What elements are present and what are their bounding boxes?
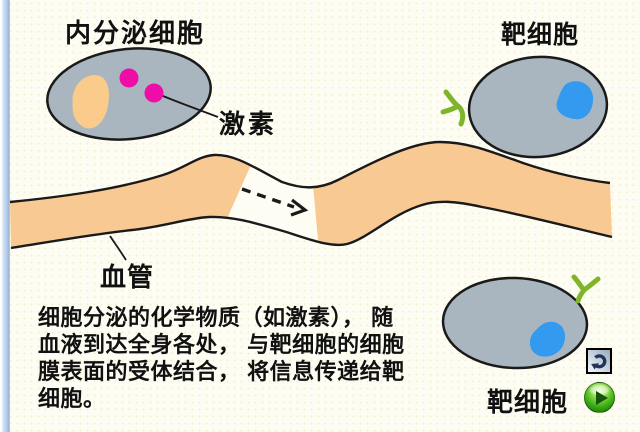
hormone-dot-1 — [119, 68, 139, 88]
target-cell-bottom-label: 靶细胞 — [487, 387, 569, 417]
description-text: 细胞分泌的化学物质（如激素）， 随 血液到达全身各处， 与靶细胞的细胞 膜表面的… — [38, 304, 442, 412]
play-button-gloss — [590, 385, 609, 395]
target-cell-top-label: 靶细胞 — [501, 21, 580, 49]
vessel-label: 血管 — [100, 262, 155, 292]
endocrine-cell-body — [46, 47, 212, 141]
hormone-label: 激素 — [219, 109, 278, 139]
vessel-top-outline — [9, 140, 611, 204]
description-line-1: 细胞分泌的化学物质（如激素）， 随 — [38, 305, 394, 330]
flow-direction-arrow — [241, 187, 309, 217]
endocrine-cell — [46, 47, 212, 141]
hormone-dot-2 — [144, 83, 164, 103]
replay-circular-arrow-icon — [591, 354, 607, 370]
vessel-pointer-line — [109, 235, 127, 261]
vessel-bottom-outline — [10, 200, 613, 250]
receptor-bottom-icon — [571, 274, 601, 304]
play-button[interactable] — [584, 382, 615, 413]
replay-button[interactable] — [586, 348, 612, 374]
target-cell-top-nucleus — [556, 81, 594, 120]
target-cell-bottom-body — [441, 276, 589, 370]
description-line-2: 血液到达全身各处， 与靶细胞的细胞 — [38, 332, 405, 357]
target-cell-bottom — [441, 274, 601, 370]
play-triangle-icon — [596, 391, 608, 405]
target-cell-top — [440, 55, 609, 159]
receptor-top-icon — [440, 89, 466, 127]
window-edge-strip — [0, 0, 10, 432]
endocrine-cell-nucleus — [72, 75, 109, 129]
hormone-pointer-line — [162, 95, 219, 118]
description-line-4: 细胞。 — [38, 386, 106, 411]
target-cell-bottom-nucleus — [529, 321, 566, 357]
description-line-3: 膜表面的受体结合， 将信息传递给靶 — [38, 359, 405, 384]
endocrine-cell-label: 内分泌细胞 — [65, 18, 206, 48]
